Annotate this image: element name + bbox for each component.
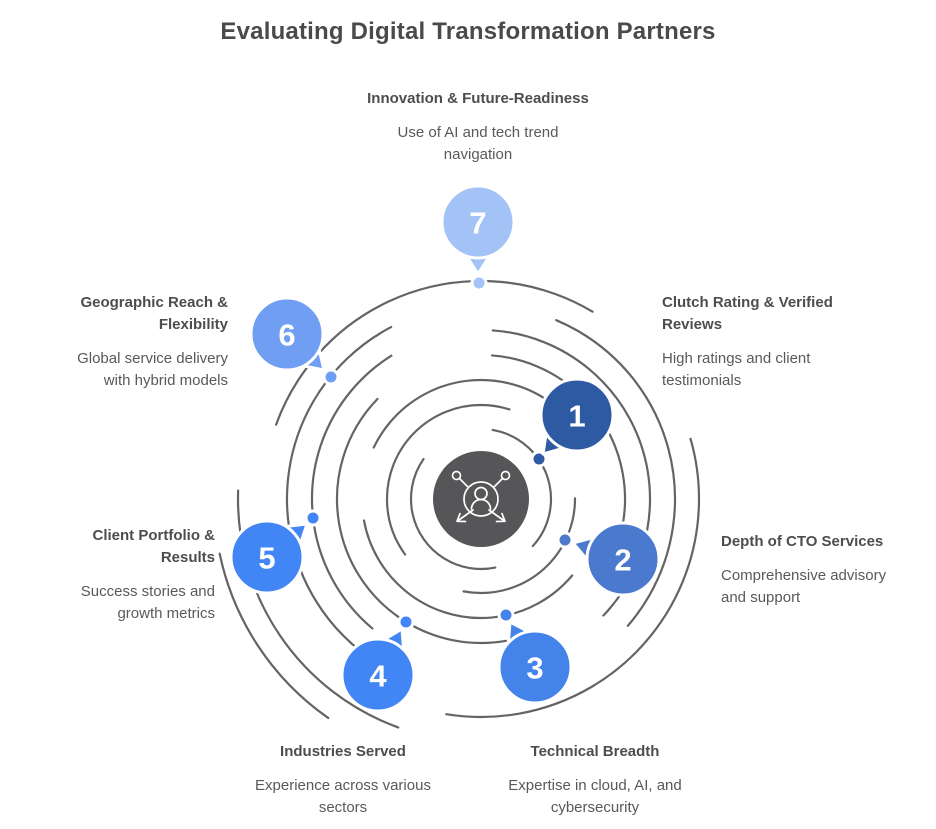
ring-2 (385, 403, 577, 595)
item-4-label-block: Industries Served Experience across vari… (243, 741, 443, 819)
dot-6 (322, 368, 340, 386)
item-7-heading: Innovation & Future-Readiness (367, 90, 589, 107)
item-6-heading: Geographic Reach & Flexibility (80, 294, 228, 333)
item-4-heading: Industries Served (280, 743, 406, 760)
item-2-description: Comprehensive advisory and support (721, 567, 887, 606)
item-3-label-block: Technical Breadth Expertise in cloud, AI… (495, 741, 695, 819)
dot-5 (304, 509, 322, 527)
bubble-4-number: 4 (369, 659, 387, 694)
bubble-5: 5 (229, 519, 309, 595)
bubble-2-number: 2 (614, 543, 631, 578)
ring-8 (236, 254, 726, 744)
ring-1 (409, 427, 553, 571)
item-7-label-block: Innovation & Future-Readiness Use of AI … (353, 88, 603, 166)
dot-3 (497, 606, 515, 624)
item-5-description: Success stories and growth metrics (80, 583, 215, 622)
item-1-label-block: Clutch Rating & Verified Reviews High ra… (662, 292, 847, 392)
bubble-2-circle (585, 521, 661, 597)
bubble-4-circle (340, 637, 416, 713)
item-2-label-block: Depth of CTO Services Comprehensive advi… (721, 531, 899, 609)
bubble-3: 3 (497, 620, 573, 705)
ring-9 (212, 230, 750, 768)
item-3-description: Expertise in cloud, AI, and cybersecurit… (508, 777, 682, 816)
ring-7 (261, 279, 701, 719)
dot-1 (530, 450, 548, 468)
bubble-5-circle (229, 519, 305, 595)
dot-2 (556, 531, 574, 549)
bubble-5-number: 5 (258, 541, 275, 576)
bubble-7: 7 (440, 184, 516, 276)
item-5-heading: Client Portfolio & Results (92, 527, 216, 566)
connector-dots (304, 274, 574, 631)
bubble-1-circle (539, 377, 615, 453)
item-1-heading: Clutch Rating & Verified Reviews (662, 294, 833, 333)
bubble-3-circle (497, 629, 573, 705)
center-hub (433, 451, 529, 547)
page-title: Evaluating Digital Transformation Partne… (220, 18, 716, 45)
item-2-heading: Depth of CTO Services (721, 533, 884, 550)
bubble-7-circle (440, 184, 516, 260)
person-network-icon (451, 470, 511, 523)
item-3-heading: Technical Breadth (530, 743, 660, 760)
bubble-1: 1 (539, 377, 615, 456)
bubble-4: 4 (340, 627, 416, 713)
dot-7 (470, 274, 488, 292)
item-7-description: Use of AI and tech trend navigation (397, 124, 559, 163)
bubble-2: 2 (571, 521, 661, 597)
item-1-description: High ratings and client testimonials (662, 350, 811, 389)
bubble-7-number: 7 (469, 206, 486, 241)
item-4-description: Experience across various sectors (255, 777, 431, 816)
ring-5 (310, 328, 652, 670)
bubble-6-number: 6 (278, 318, 295, 353)
bubble-3-number: 3 (526, 651, 543, 686)
bubble-6-circle (249, 296, 325, 372)
bubble-1-number: 1 (568, 399, 585, 434)
ring-4 (335, 353, 627, 645)
item-5-label-block: Client Portfolio & Results Success stori… (55, 525, 215, 625)
dot-4 (397, 613, 415, 631)
item-6-label-block: Geographic Reach & Flexibility Global se… (58, 292, 228, 392)
item-6-description: Global service delivery with hybrid mode… (77, 350, 228, 389)
bubble-6: 6 (249, 296, 326, 372)
